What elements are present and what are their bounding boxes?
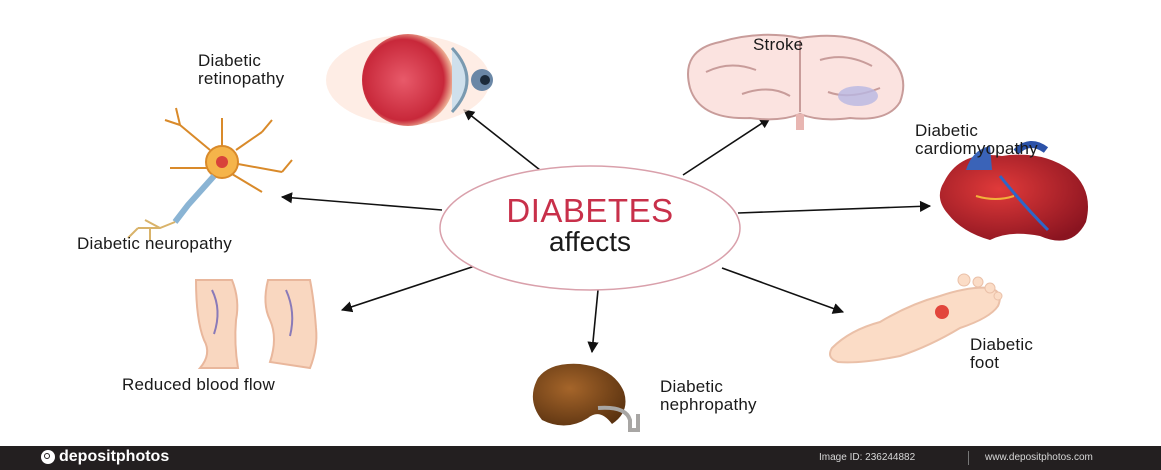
legs-icon [196, 280, 316, 368]
footer-divider [968, 451, 969, 465]
arrow-to-neuropathy [282, 197, 442, 210]
label-retinopathy: Diabetic retinopathy [198, 52, 284, 88]
arrow-to-blood-flow [342, 266, 475, 310]
camera-icon [41, 450, 55, 464]
label-nephropathy: Diabetic nephropathy [660, 378, 757, 414]
diagram: DIABETES affects Diabetic retinopathy St… [0, 0, 1161, 446]
hub-subtitle: affects [440, 226, 740, 258]
kidney-icon [533, 364, 638, 430]
label-neuropathy: Diabetic neuropathy [77, 235, 232, 253]
footer-logo: depositphotos [59, 448, 169, 466]
hub-title: DIABETES [440, 192, 740, 230]
arrow-to-nephropathy [592, 290, 598, 352]
arrow-to-cardiomyopathy [738, 206, 930, 213]
heart-icon [940, 144, 1088, 240]
label-stroke: Stroke [753, 36, 803, 54]
arrow-to-stroke [683, 118, 770, 175]
neuron-icon [128, 108, 292, 240]
footer-site: www.depositphotos.com [985, 452, 1093, 463]
footer-image-id: Image ID: 236244882 [819, 452, 915, 463]
arrow-to-foot [722, 268, 843, 312]
label-blood-flow: Reduced blood flow [122, 376, 275, 394]
watermark-footer: depositphotos Image ID: 236244882 www.de… [0, 446, 1161, 470]
label-cardiomyopathy: Diabetic cardiomyopathy [915, 122, 1038, 158]
arrow-to-retinopathy [464, 110, 540, 170]
label-foot: Diabetic foot [970, 336, 1033, 372]
